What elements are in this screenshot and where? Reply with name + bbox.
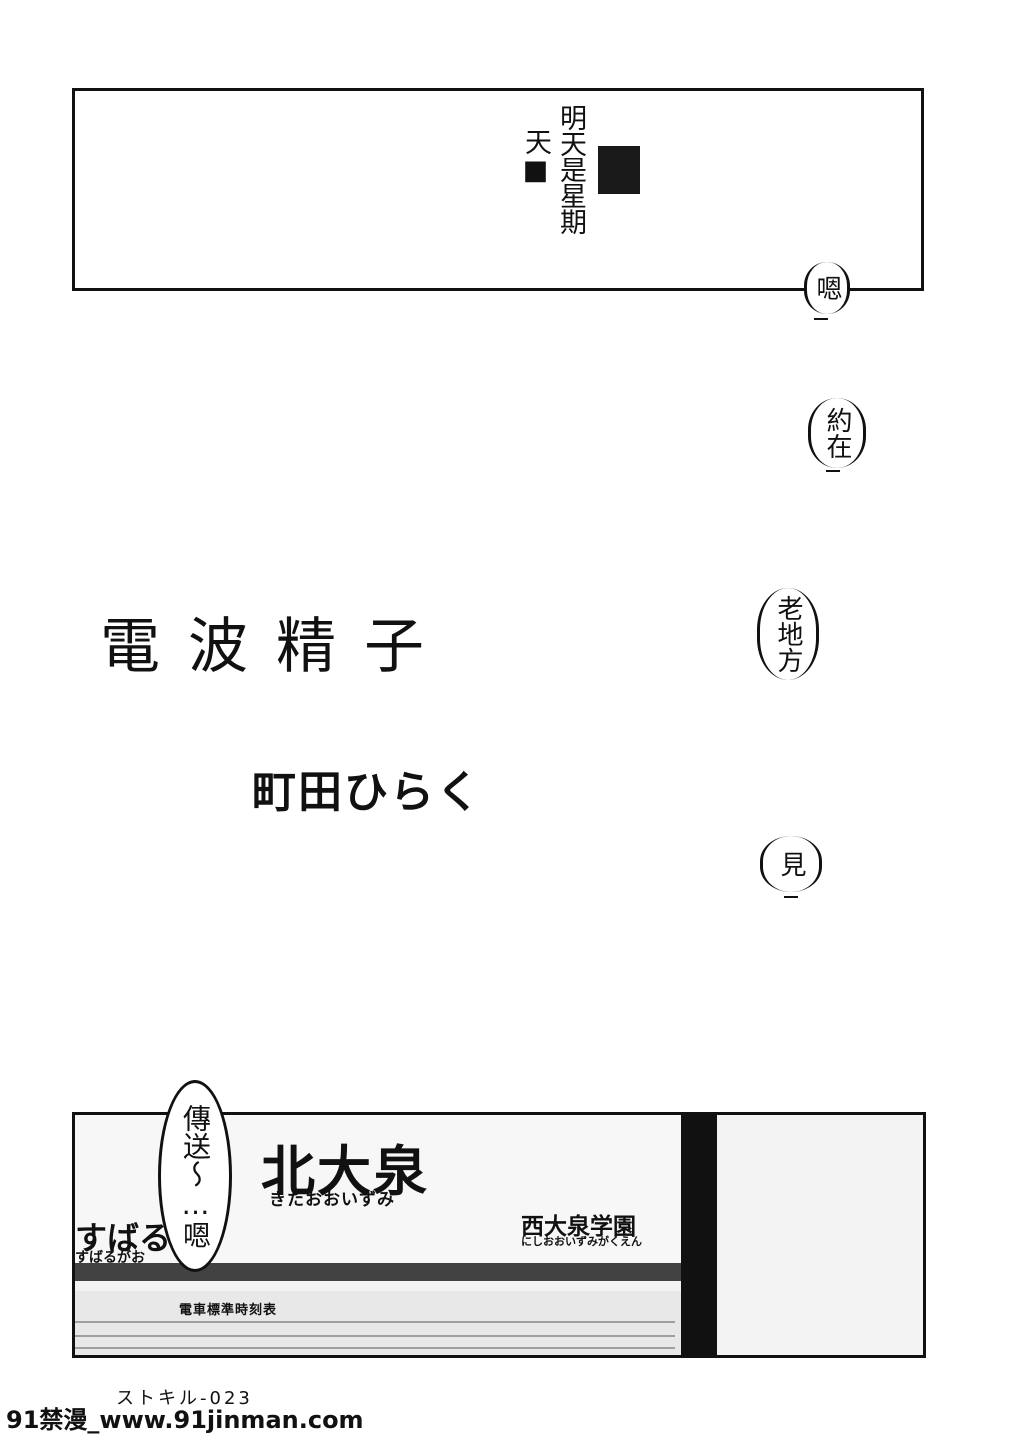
speech-text-1: 嗯: [812, 275, 842, 301]
author-name: 町田ひらく: [252, 767, 482, 818]
top-dialogue-line-2: 天■: [520, 128, 551, 186]
speech-bubble-1: 嗯: [804, 262, 850, 314]
timetable-title: 電車標準時刻表: [179, 1303, 278, 1318]
timetable-line: [75, 1321, 675, 1323]
speech-bubble-3: 老地方: [757, 588, 819, 680]
next-station-name: 西大泉学園: [521, 1214, 636, 1240]
page-mark: ストキル-023: [116, 1388, 253, 1409]
timetable-line: [75, 1335, 675, 1337]
station-name: 北大泉: [261, 1140, 429, 1203]
prev-station-kana: すばるがお: [75, 1250, 145, 1266]
next-station-kana: にしおおいずみがくえん: [521, 1235, 642, 1248]
black-pillar: [681, 1115, 717, 1355]
speech-text-4: 見: [776, 851, 806, 877]
top-panel: [72, 88, 924, 291]
bubble-tail-4: [784, 896, 798, 898]
speech-bubble-4: 見: [760, 836, 822, 892]
bubble-tail-1: [814, 318, 828, 320]
timetable-board: [75, 1291, 685, 1355]
station-name-kana: きたおおいずみ: [269, 1190, 395, 1210]
speech-text-bottom: 傳送～…嗯: [179, 1103, 212, 1249]
speech-text-3: 老地方: [773, 595, 803, 673]
speech-bubble-2: 約在: [808, 398, 866, 468]
story-title: 電波精子: [100, 612, 452, 682]
redacted-block: [598, 146, 640, 194]
watermark-text: 91禁漫_www.91jinman.com: [6, 1406, 364, 1434]
speech-bubble-bottom: 傳送～…嗯: [158, 1080, 232, 1272]
bubble-tail-2: [826, 470, 840, 472]
timetable-line: [75, 1347, 675, 1349]
speech-text-2: 約在: [822, 407, 852, 459]
sign-base-bar: [75, 1263, 685, 1281]
top-dialogue-line-1: 明天是星期: [555, 104, 586, 234]
